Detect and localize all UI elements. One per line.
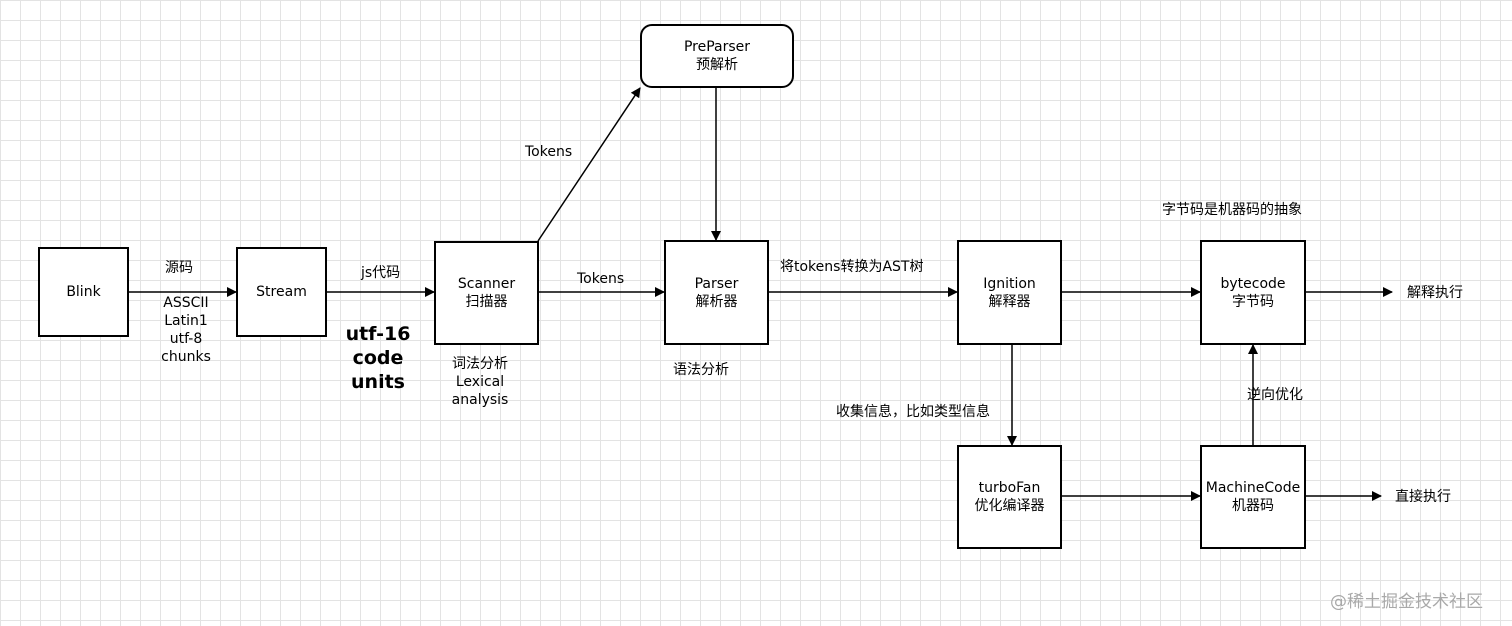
label-collect-info: 收集信息，比如类型信息 (836, 404, 990, 420)
preparser-node: PreParser 预解析 (640, 24, 794, 88)
label-utf16-units: utf-16 code units (342, 322, 414, 394)
scanner-node: Scanner 扫描器 (434, 241, 539, 345)
machinecode-node: MachineCode 机器码 (1200, 445, 1306, 549)
parser-note: 语法分析 (673, 362, 729, 378)
bytecode-node: bytecode 字节码 (1200, 240, 1306, 345)
label-encoding-latin1: Latin1 (164, 313, 208, 329)
turbofan-title: turboFan (978, 480, 1041, 496)
preparser-title: PreParser (683, 39, 751, 55)
scanner-note-cn: 词法分析 (452, 356, 508, 372)
ignition-title: Ignition (983, 275, 1036, 292)
ignition-node: Ignition 解释器 (957, 240, 1062, 345)
label-tokens-parser: Tokens (577, 271, 625, 287)
label-ast: 将tokens转换为AST树 (780, 259, 924, 275)
label-js-code: js代码 (361, 265, 401, 281)
ignition-subtitle: 解释器 (988, 293, 1031, 310)
parser-subtitle: 解析器 (695, 293, 738, 310)
scanner-note-lexical: Lexical (455, 374, 505, 390)
watermark: @稀土掘金技术社区 (1330, 592, 1483, 612)
label-encoding-utf8: utf-8 (169, 331, 203, 347)
label-encoding-ascii: ASSCII (163, 295, 209, 311)
label-units: units (351, 371, 405, 393)
label-interpret-exec: 解释执行 (1407, 285, 1463, 301)
edge-scanner-preparser (537, 87, 641, 242)
blink-title: Blink (66, 284, 101, 300)
stream-node: Stream (236, 247, 327, 337)
label-source-code: 源码 (165, 260, 193, 276)
bytecode-title: bytecode (1220, 275, 1286, 292)
turbofan-node: turboFan 优化编译器 (957, 445, 1062, 549)
preparser-subtitle: 预解析 (696, 57, 738, 73)
turbofan-subtitle: 优化编译器 (974, 498, 1045, 514)
scanner-subtitle: 扫描器 (465, 294, 508, 310)
label-tokens-preparser: Tokens (525, 144, 573, 160)
parser-title: Parser (694, 275, 739, 292)
machinecode-title: MachineCode (1205, 480, 1301, 496)
blink-node: Blink (38, 247, 129, 337)
label-deopt: 逆向优化 (1247, 387, 1303, 403)
label-encoding-chunks: chunks (161, 349, 211, 365)
label-utf16: utf-16 (345, 323, 411, 345)
machinecode-subtitle: 机器码 (1232, 498, 1274, 514)
parser-node: Parser 解析器 (664, 240, 769, 345)
scanner-note-analysis: analysis (451, 392, 509, 408)
label-code: code (352, 347, 404, 369)
bytecode-subtitle: 字节码 (1232, 293, 1274, 310)
scanner-note: 词法分析 Lexical analysis (444, 355, 516, 409)
stream-title: Stream (256, 284, 307, 300)
label-direct-exec: 直接执行 (1395, 489, 1451, 505)
scanner-title: Scanner (457, 276, 516, 292)
bytecode-note: 字节码是机器码的抽象 (1162, 202, 1302, 218)
label-encodings: ASSCII Latin1 utf-8 chunks (152, 294, 220, 366)
